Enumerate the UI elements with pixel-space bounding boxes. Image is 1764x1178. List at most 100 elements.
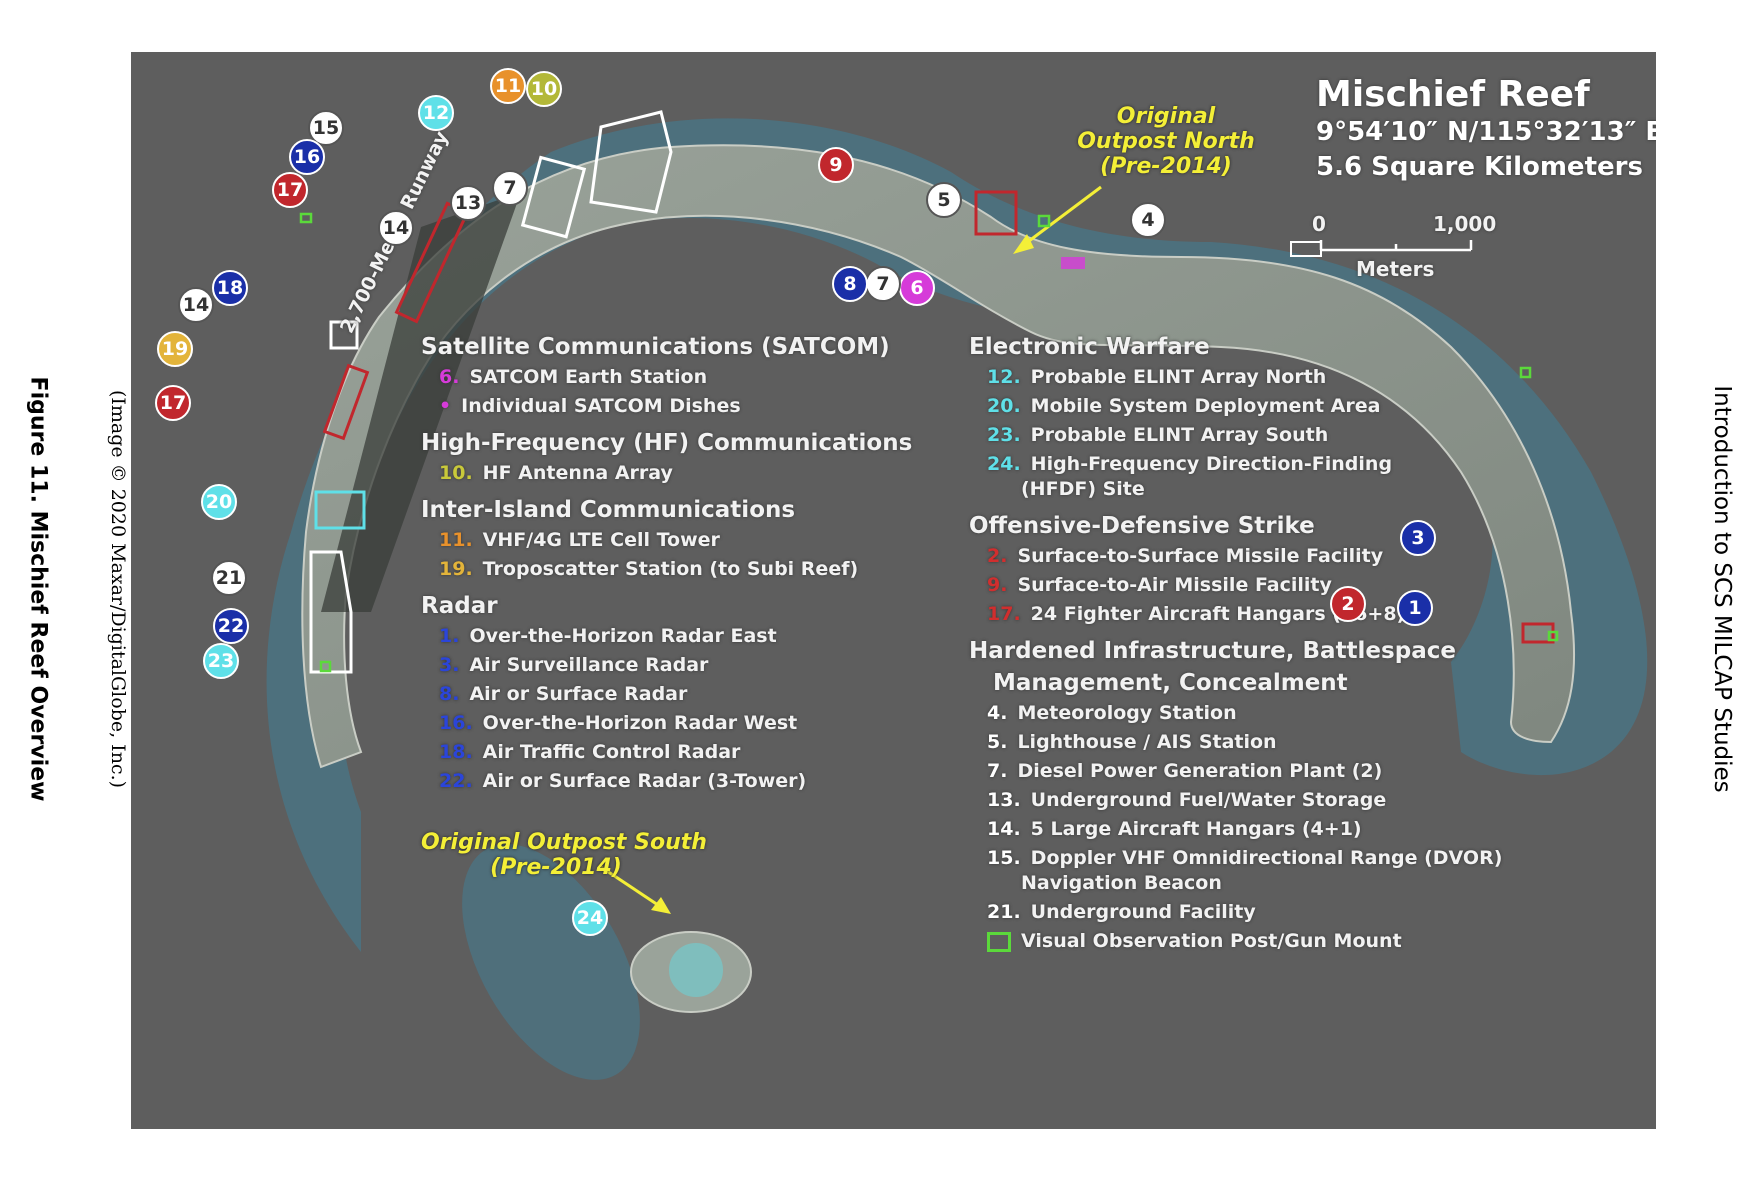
- legend-item-number: 6.: [439, 366, 460, 388]
- series-title: Introduction to SCS MILCAP Studies: [1709, 385, 1735, 793]
- legend-item: 9.Surface-to-Air Missile Facility: [987, 574, 1332, 596]
- legend-item-continued: (HFDF) Site: [1021, 478, 1145, 500]
- legend-item: 3.Air Surveillance Radar: [439, 654, 708, 676]
- legend-item-number: 8.: [439, 683, 460, 705]
- legend-item-text: Probable ELINT Array South: [1030, 424, 1329, 446]
- legend-item-number: 10.: [439, 462, 473, 484]
- legend-item-text: Over-the-Horizon Radar East: [469, 625, 777, 647]
- map-marker-14: 14: [378, 210, 414, 246]
- facility-9-outline: [974, 190, 1018, 236]
- legend-item: 14.5 Large Aircraft Hangars (4+1): [987, 818, 1362, 840]
- legend-item: 5.Lighthouse / AIS Station: [987, 731, 1277, 753]
- hfdf-ring: [669, 943, 723, 997]
- facility-13-outline: [589, 110, 673, 214]
- legend-item-number: 20.: [987, 395, 1021, 417]
- figure-caption: Figure 11. Mischief Reef Overview: [25, 376, 51, 802]
- legend-item: 8.Air or Surface Radar: [439, 683, 687, 705]
- legend-header: High-Frequency (HF) Communications: [421, 430, 913, 456]
- legend-item-number: 2.: [987, 545, 1008, 567]
- legend-item-text: Over-the-Horizon Radar West: [482, 712, 798, 734]
- legend-item-number: 3.: [439, 654, 460, 676]
- outpost-south-label: Original Outpost South (Pre-2014): [421, 830, 707, 880]
- legend-item-number: 21.: [987, 901, 1021, 923]
- legend-item-number: 4.: [987, 702, 1008, 724]
- facility-6-outline: [1061, 257, 1085, 269]
- legend-header: Satellite Communications (SATCOM): [421, 334, 890, 360]
- map-marker-13: 13: [450, 185, 486, 221]
- legend-item-text: High-Frequency Direction-Finding: [1030, 453, 1393, 475]
- map-marker-20: 20: [201, 484, 237, 520]
- facility-14-outline: [520, 155, 587, 239]
- reef-map: Mischief Reef 9°54′10″ N/115°32′13″ E 5.…: [131, 52, 1656, 1129]
- observation-posts: [299, 212, 1559, 673]
- legend-item-number: 11.: [439, 529, 473, 551]
- map-coordinates: 9°54′10″ N/115°32′13″ E: [1316, 117, 1656, 147]
- legend-item-text: Visual Observation Post/Gun Mount: [1021, 930, 1402, 952]
- legend-item-number: 23.: [987, 424, 1021, 446]
- map-marker-19: 19: [157, 331, 193, 367]
- map-marker-10: 10: [526, 71, 562, 107]
- map-marker-17: 17: [155, 385, 191, 421]
- legend-item-number: 24.: [987, 453, 1021, 475]
- legend-header: Electronic Warfare: [969, 334, 1210, 360]
- reef-graphic: [266, 110, 1648, 1080]
- legend-item: 10. HF Antenna Array: [439, 462, 673, 484]
- facility-21-outline: [309, 550, 353, 674]
- scale-bar: [1319, 240, 1473, 252]
- legend-item: 2. Surface-to-Surface Missile Facility: [987, 545, 1383, 567]
- outpost-north-label: Original Outpost North (Pre-2014): [1077, 104, 1255, 179]
- legend-item-text: Meteorology Station: [1017, 702, 1237, 724]
- legend-item: 6.SATCOM Earth Station: [439, 366, 707, 388]
- legend-item-number: 17.: [987, 603, 1021, 625]
- map-marker-18: 18: [212, 270, 248, 306]
- legend-item-text: Underground Facility: [1030, 901, 1256, 923]
- map-title: Mischief Reef: [1316, 74, 1590, 115]
- legend-item: 1.Over-the-Horizon Radar East: [439, 625, 777, 647]
- legend-item: 24. High-Frequency Direction-Finding: [987, 453, 1392, 475]
- legend-item-text: Underground Fuel/Water Storage: [1030, 789, 1387, 811]
- legend-item-number: 22.: [439, 770, 473, 792]
- map-marker-9: 9: [818, 147, 854, 183]
- legend-item-text: Surface-to-Air Missile Facility: [1017, 574, 1332, 596]
- map-marker-23: 23: [203, 643, 239, 679]
- legend-item: 13. Underground Fuel/Water Storage: [987, 789, 1386, 811]
- runway: [321, 192, 521, 612]
- legend-item-text: 24 Fighter Aircraft Hangars (16+8): [1030, 603, 1406, 625]
- map-marker-2: 2: [1330, 586, 1366, 622]
- legend-item-text: 5 Large Aircraft Hangars (4+1): [1030, 818, 1362, 840]
- legend-header: Management, Concealment: [993, 670, 1348, 696]
- legend-header: Offensive-Defensive Strike: [969, 513, 1315, 539]
- legend-item-number: 13.: [987, 789, 1021, 811]
- facility-14-outline-west: [329, 320, 359, 350]
- south-outpost-island: [630, 931, 752, 1013]
- facility-20-outline: [314, 490, 366, 530]
- legend-item-text: Air Traffic Control Radar: [482, 741, 741, 763]
- map-marker-14: 14: [178, 287, 214, 323]
- legend-item-continued: Navigation Beacon: [1021, 872, 1222, 894]
- scale-max: 1,000: [1433, 212, 1497, 236]
- map-marker-24: 24: [572, 900, 608, 936]
- legend-item-text: Troposcatter Station (to Subi Reef): [482, 558, 859, 580]
- legend-header: Hardened Infrastructure, Battlespace: [969, 638, 1456, 664]
- legend-item-text: Individual SATCOM Dishes: [461, 395, 741, 417]
- observation-post-swatch: [987, 931, 1011, 952]
- map-marker-16: 16: [289, 139, 325, 175]
- legend-item-number: 5.: [987, 731, 1008, 753]
- facility-17-outline-south: [322, 363, 370, 441]
- map-area: 5.6 Square Kilometers: [1316, 152, 1643, 182]
- map-marker-17: 17: [272, 172, 308, 208]
- scale-zero: 0: [1312, 212, 1326, 236]
- legend-item: 11. VHF/4G LTE Cell Tower: [439, 529, 720, 551]
- legend-item-text: VHF/4G LTE Cell Tower: [482, 529, 720, 551]
- legend-item-text: Mobile System Deployment Area: [1030, 395, 1381, 417]
- map-marker-4: 4: [1130, 202, 1166, 238]
- legend-item-text: Diesel Power Generation Plant (2): [1017, 760, 1383, 782]
- legend-item-text: Surface-to-Surface Missile Facility: [1017, 545, 1384, 567]
- legend-item-text: Doppler VHF Omnidirectional Range (DVOR): [1030, 847, 1503, 869]
- legend-item-text: Probable ELINT Array North: [1030, 366, 1327, 388]
- map-marker-5: 5: [926, 182, 962, 218]
- legend-item-number: 7.: [987, 760, 1008, 782]
- map-marker-8: 8: [832, 266, 868, 302]
- legend-item-text: HF Antenna Array: [482, 462, 673, 484]
- legend-item: 18.Air Traffic Control Radar: [439, 741, 740, 763]
